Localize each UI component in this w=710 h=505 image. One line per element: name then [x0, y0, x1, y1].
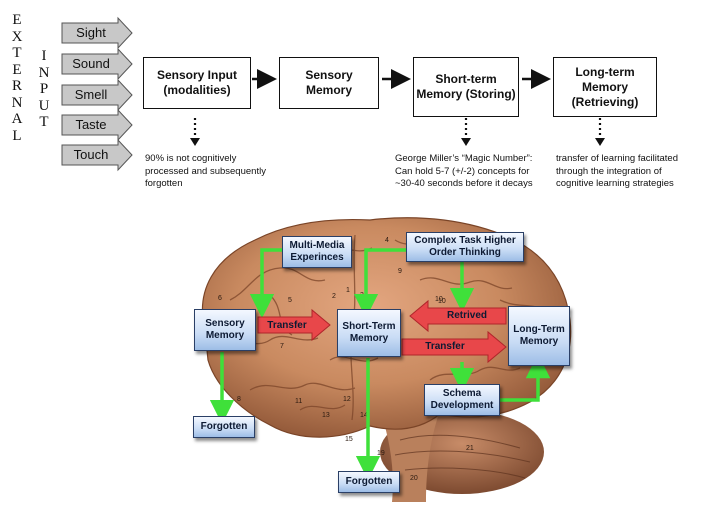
letter: R	[11, 78, 22, 94]
forgotten-left-box: Forgotten	[193, 416, 255, 438]
sense-arrow-smell: Smell	[61, 78, 133, 112]
sense-label: Taste	[75, 117, 107, 132]
letter: P	[39, 81, 49, 97]
transfer-right-label: Transfer	[425, 341, 465, 352]
sensory-memory-box: Sensory Memory	[279, 57, 379, 109]
letter: A	[11, 111, 23, 127]
letter: N	[38, 64, 50, 81]
region-number: 20	[410, 475, 418, 482]
region-number: 14	[360, 412, 368, 419]
region-number: 8	[237, 396, 241, 403]
region-number: 7	[280, 343, 284, 350]
region-number: 5	[288, 297, 292, 304]
red-arrow-transfer-left	[257, 308, 331, 342]
region-number: 15	[345, 436, 353, 443]
short-term-box: Short-term Memory (Storing)	[413, 57, 519, 117]
region-number: 4	[385, 237, 389, 244]
letter: T	[39, 114, 49, 130]
short-term-brain-box: Short-Term Memory	[337, 309, 401, 357]
forgotten-bottom-box: Forgotten	[338, 471, 400, 493]
retrived-label: Retrived	[446, 310, 487, 321]
letter: I	[41, 48, 47, 64]
region-number: 10	[438, 298, 446, 305]
dotted-arrow-input	[193, 118, 602, 138]
cerebellum-folds	[394, 434, 531, 479]
sensory-input-box: Sensory Input (modalities)	[143, 57, 251, 109]
letter: U	[38, 97, 50, 114]
letter: N	[11, 94, 23, 111]
region-number: 13	[322, 412, 330, 419]
schema-box: Schema Development	[424, 384, 500, 416]
sense-arrow-sight: Sight	[61, 16, 133, 50]
letter: L	[12, 127, 22, 144]
sense-arrow-touch: Touch	[61, 138, 133, 172]
red-arrow-retrived	[409, 299, 507, 333]
region-number-10: 10	[435, 296, 443, 303]
region-number: 21	[466, 445, 474, 452]
sensory-memory-brain-box: Sensory Memory	[194, 309, 256, 351]
region-number: 1	[346, 287, 350, 294]
letter: T	[12, 45, 22, 61]
sense-label: Touch	[73, 147, 109, 162]
red-arrow-transfer-right	[401, 330, 507, 364]
region-number: 9	[398, 268, 402, 275]
note-short-term: George Miller’s “Magic Number”:Can hold …	[395, 153, 533, 189]
transfer-left-label: Transfer	[267, 320, 307, 331]
green-arrow-complex-to-short	[353, 248, 406, 319]
flow-connectors	[190, 69, 605, 146]
sense-label: Sight	[76, 25, 106, 40]
letter: X	[11, 28, 23, 45]
letter: E	[12, 12, 22, 28]
multimedia-box: Multi-Media Experinces	[282, 236, 352, 268]
sense-arrow-sound: Sound	[61, 47, 133, 81]
region-number: 6	[218, 295, 222, 302]
green-arrow-multimedia-to-sensory	[249, 248, 282, 319]
region-number: 11	[295, 398, 303, 405]
complex-task-box: Complex Task Higher Order Thinking	[406, 232, 524, 262]
sense-arrow-taste: Taste	[61, 108, 133, 142]
region-number: 12	[343, 396, 351, 403]
sense-label: Sound	[72, 56, 110, 71]
sense-label: Smell	[74, 87, 108, 102]
green-arrow-schema-to-long	[500, 353, 551, 402]
long-term-brain-box: Long-Term Memory	[508, 306, 570, 366]
letter: E	[12, 61, 22, 78]
long-term-box: Long-term Memory (Retrieving)	[553, 57, 657, 117]
region-number: 19	[377, 450, 385, 457]
region-number: 2	[332, 293, 336, 300]
